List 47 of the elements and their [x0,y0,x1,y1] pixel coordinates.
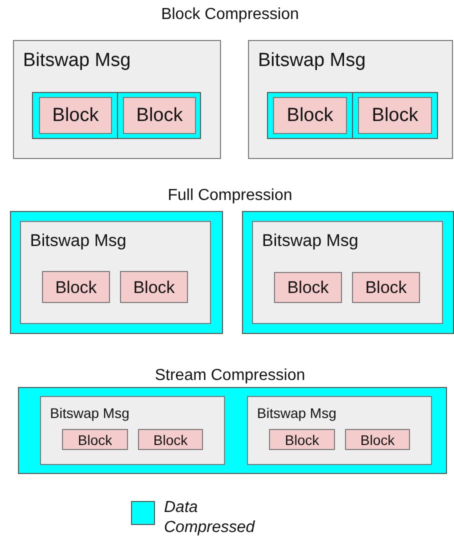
block-box [352,272,420,303]
block-box [42,271,110,303]
compressed-region [18,387,447,474]
message-title: Bitswap Msg [23,49,131,73]
block-label: Block [286,106,334,125]
section-heading: Stream Compression [154,366,306,386]
block-label: Block [153,432,188,446]
block-box [358,97,432,134]
message-box [247,396,432,465]
block-label: Block [287,279,329,296]
message-title: Bitswap Msg [257,405,336,422]
message-title: Bitswap Msg [50,405,130,422]
block-box [269,429,335,450]
message-title: Bitswap Msg [30,230,126,252]
legend-text: Data Compressed [164,498,256,537]
block-box [62,429,128,450]
message-box [248,40,453,159]
compressed-region [117,92,201,139]
block-label: Block [284,432,320,446]
message-title: Bitswap Msg [262,230,358,252]
message-box [13,40,221,159]
message-title: Bitswap Msg [258,49,366,73]
block-label: Block [78,432,112,446]
block-label: Block [360,432,395,446]
message-box [252,221,443,324]
block-box [273,97,347,134]
message-box [40,396,225,465]
block-box [123,97,196,134]
block-label: Block [372,106,418,125]
block-label: Block [136,106,183,125]
block-box [138,429,203,450]
compressed-region [32,92,118,139]
block-box [39,97,112,134]
block-label: Block [55,278,97,296]
block-label: Block [133,278,175,296]
compressed-region [10,211,223,334]
block-label: Block [52,106,99,125]
compressed-region [242,211,454,334]
block-box [274,272,342,303]
section-heading: Block Compression [160,5,300,25]
compressed-region [267,92,353,139]
block-label: Block [365,279,407,296]
compressed-region [352,92,438,139]
message-box [20,221,211,324]
block-box [345,429,410,450]
block-box [120,271,188,303]
section-heading: Full Compression [166,186,294,206]
